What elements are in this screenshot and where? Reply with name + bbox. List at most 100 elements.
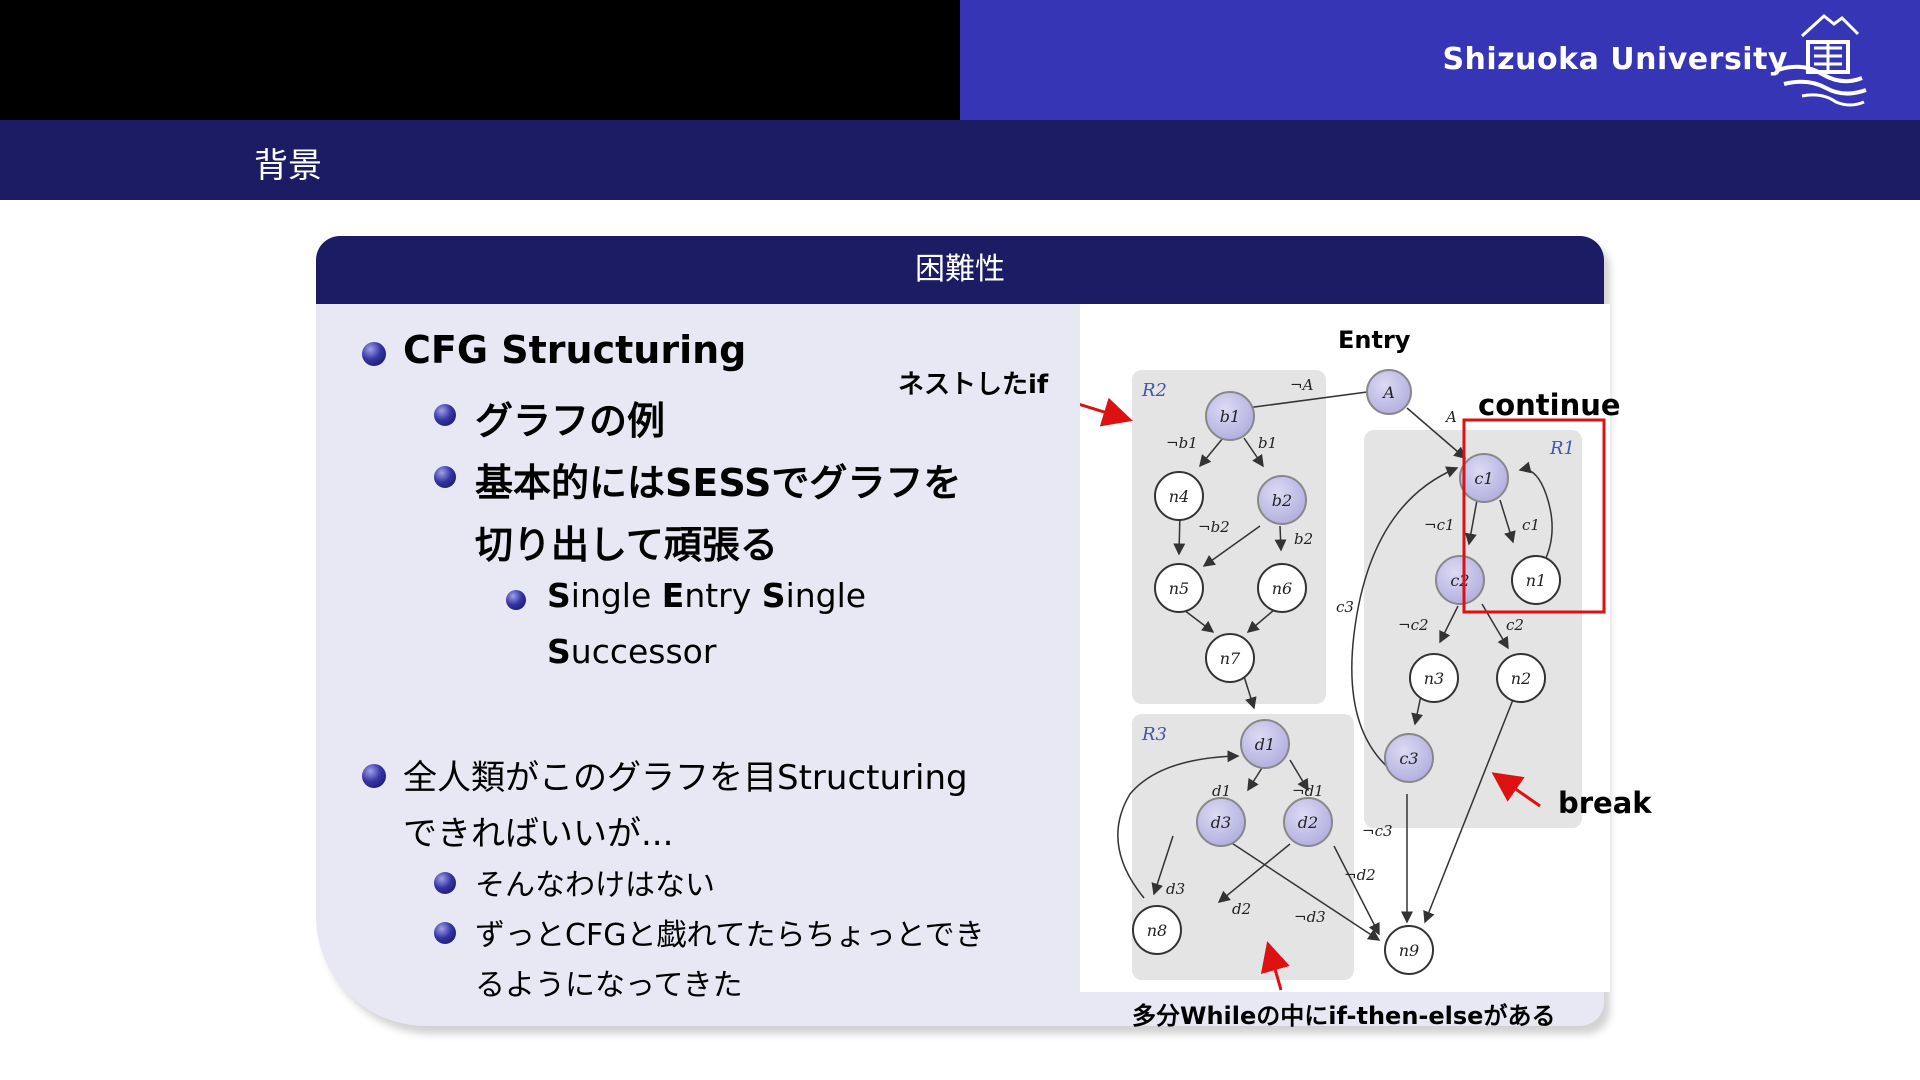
graph-node xyxy=(1196,797,1246,847)
bullet-icon xyxy=(434,466,456,488)
region-label: R3 xyxy=(1141,724,1167,745)
graph-node xyxy=(1132,905,1182,955)
frame-title: 背景 xyxy=(254,146,322,186)
edge-label: d3 xyxy=(1166,880,1185,898)
shizuoka-university-emblem-icon xyxy=(1777,14,1867,107)
edge-label: ¬d1 xyxy=(1292,782,1324,800)
list-item: グラフの例 xyxy=(475,399,666,443)
node-labels: A b1 b2 n4 n5 n6 n7 c1 c2 n1 n2 n3 c3 d1… xyxy=(1147,383,1546,960)
edge-label: d1 xyxy=(1212,782,1231,800)
node-label: n8 xyxy=(1147,921,1167,940)
list-item-continuation: るようになってきた xyxy=(475,968,743,1003)
region-r1 xyxy=(1364,430,1582,828)
block-title: 困難性 xyxy=(316,236,1604,304)
frame-title-bar xyxy=(0,120,1920,200)
break-arrow xyxy=(1491,772,1541,808)
graph-node xyxy=(1459,453,1509,503)
edge-label: d2 xyxy=(1232,900,1251,918)
edge-label: c3 xyxy=(1336,598,1354,616)
edge-labels: ¬A A ¬b1 b1 ¬b2 b2 ¬c1 c1 ¬c2 c2 c3 ¬c3 … xyxy=(1166,376,1540,926)
graph-node xyxy=(1154,471,1204,521)
node-label: n3 xyxy=(1424,669,1444,688)
node-label: d2 xyxy=(1298,813,1318,832)
edge-label: b2 xyxy=(1294,530,1313,548)
node-label: n9 xyxy=(1399,941,1419,960)
node-label: b1 xyxy=(1220,407,1240,426)
edge-label: ¬c3 xyxy=(1362,822,1393,840)
list-item: 全人類がこのグラフを目Structuring xyxy=(403,758,968,798)
graph-node xyxy=(1283,797,1333,847)
edge-label: A xyxy=(1444,408,1457,426)
edge-label: ¬d2 xyxy=(1344,866,1376,884)
bullet-icon xyxy=(506,590,526,610)
edge-label: ¬d3 xyxy=(1294,908,1326,926)
edge-label: ¬b1 xyxy=(1166,434,1198,452)
bullet-icon xyxy=(434,404,456,426)
continue-label: continue xyxy=(1478,388,1621,422)
list-item: 基本的にはSESSでグラフを xyxy=(475,461,962,505)
edge-label: ¬A xyxy=(1290,376,1314,394)
region-label: R2 xyxy=(1141,380,1167,401)
cfg-graph: R2 R1 R3 xyxy=(1051,369,1606,991)
while-note-arrow xyxy=(1260,941,1290,991)
list-item-continuation: できればいいが... xyxy=(403,814,674,854)
while-note-label: 多分Whileの中にif-then-elseがある xyxy=(1132,1002,1556,1030)
graph-node xyxy=(1384,733,1434,783)
initial-letter: S xyxy=(547,632,571,671)
edge-label: c2 xyxy=(1506,616,1524,634)
node-label: d3 xyxy=(1211,813,1231,832)
node-label: c1 xyxy=(1474,469,1493,488)
graph-node xyxy=(1409,653,1459,703)
edge-label: b1 xyxy=(1258,434,1277,452)
break-label: break xyxy=(1558,786,1652,820)
node-label: n1 xyxy=(1526,571,1546,590)
graph-node xyxy=(1205,633,1255,683)
list-item: CFG Structuring xyxy=(403,328,747,372)
node-label: n4 xyxy=(1169,487,1189,506)
edge-label: c1 xyxy=(1522,516,1540,534)
edge-label: ¬c1 xyxy=(1424,516,1455,534)
graph-node xyxy=(1511,555,1561,605)
region-label: R1 xyxy=(1549,438,1575,459)
graph-edges xyxy=(1117,389,1553,941)
list-item: Single Entry Single xyxy=(547,576,866,615)
continue-highlight-box xyxy=(1462,418,1606,614)
node-label: d1 xyxy=(1255,735,1275,754)
node-label: n2 xyxy=(1511,669,1531,688)
node-label: c2 xyxy=(1450,571,1469,590)
graph-node xyxy=(1205,391,1255,441)
node-label: n6 xyxy=(1272,579,1292,598)
bullet-icon xyxy=(434,922,456,944)
cfg-figure: R2 R1 R3 xyxy=(1051,304,1610,992)
list-item: そんなわけはない xyxy=(475,868,715,903)
graph-node xyxy=(1240,719,1290,769)
bullet-icon xyxy=(434,872,456,894)
university-name: Shizuoka University xyxy=(1442,42,1788,77)
list-item-continuation: 切り出して頑張る xyxy=(475,523,778,567)
edge-label: ¬b2 xyxy=(1198,518,1230,536)
bullet-icon xyxy=(362,342,386,366)
initial-letter: S xyxy=(761,576,786,615)
top-bar-right: Shizuoka University xyxy=(960,0,1920,120)
nested-if-arrow xyxy=(1051,394,1133,427)
graph-node xyxy=(1154,563,1204,613)
graph-nodes xyxy=(1132,369,1561,975)
node-label: b2 xyxy=(1272,491,1292,510)
graph-node xyxy=(1496,653,1546,703)
initial-letter: E xyxy=(661,576,685,615)
graph-node xyxy=(1257,563,1307,613)
graph-node xyxy=(1384,925,1434,975)
top-bar-left xyxy=(0,0,960,120)
list-item: ずっとCFGと戯れてたらちょっとでき xyxy=(475,918,985,953)
node-label: A xyxy=(1381,383,1395,402)
word-rest: ntry xyxy=(684,576,762,615)
word-rest: ingle xyxy=(785,576,867,615)
word-rest: uccessor xyxy=(570,632,717,671)
node-label: n7 xyxy=(1220,649,1241,668)
graph-node xyxy=(1435,555,1485,605)
bullet-icon xyxy=(362,764,386,788)
word-rest: ingle xyxy=(570,576,662,615)
list-item-continuation: Successor xyxy=(547,632,716,671)
initial-letter: S xyxy=(547,576,571,615)
entry-label: Entry xyxy=(1338,326,1411,354)
